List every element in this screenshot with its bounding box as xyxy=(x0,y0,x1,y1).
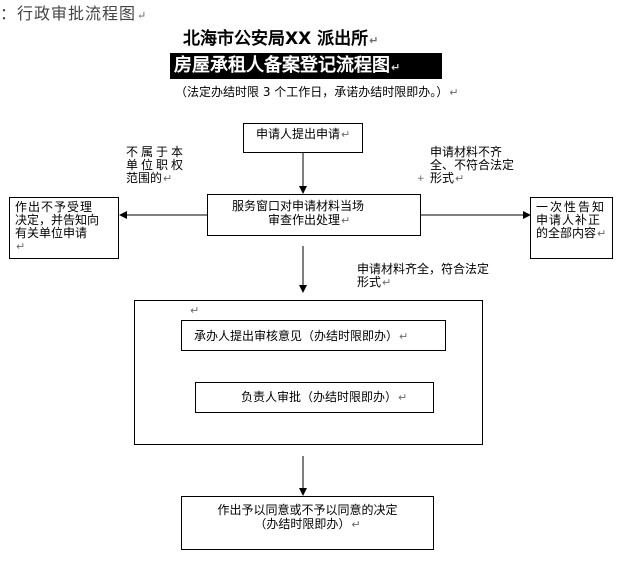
node-reject: 作出不予受理 决定，并告知向 有关单位申请 ↵ xyxy=(9,197,119,259)
page-title: 北海市公安局XX 派出所↵ xyxy=(183,29,379,49)
node-decision: 作出予以同意或不予以同意的决定 （办结时限即办）↵ xyxy=(181,496,434,550)
label-complete: 申请材料齐全，符合法定 形式↵ xyxy=(357,262,490,290)
review-group-mark: ↵ xyxy=(190,304,200,317)
label-incomplete: 申请材料不齐 全、不符合法定 形式↵ xyxy=(430,145,515,186)
node-handler: 承办人提出审核意见（办结时限即办）↵ xyxy=(181,320,446,351)
page-subtitle: 房屋承租人备案登记流程图↵ xyxy=(170,53,442,79)
node-notify: 一次性告知 申请人补正 的全部内容↵ xyxy=(530,197,613,259)
node-service-window: 服务窗口对申请材料当场 审查作出处理↵ xyxy=(207,194,421,236)
deadline-note: （法定办结时限 3 个工作日，承诺办结时限即办。）↵ xyxy=(175,85,459,99)
label-out-of-scope: 不属于本 单位职权 范围的↵ xyxy=(126,145,187,186)
node-approver: 负责人审批（办结时限即办）↵ xyxy=(195,382,434,413)
node-apply: 申请人提出申请↵ xyxy=(243,123,363,153)
page-header-text: ：行政审批流程图↵ xyxy=(0,4,148,23)
anchor-mark: + xyxy=(417,174,425,184)
